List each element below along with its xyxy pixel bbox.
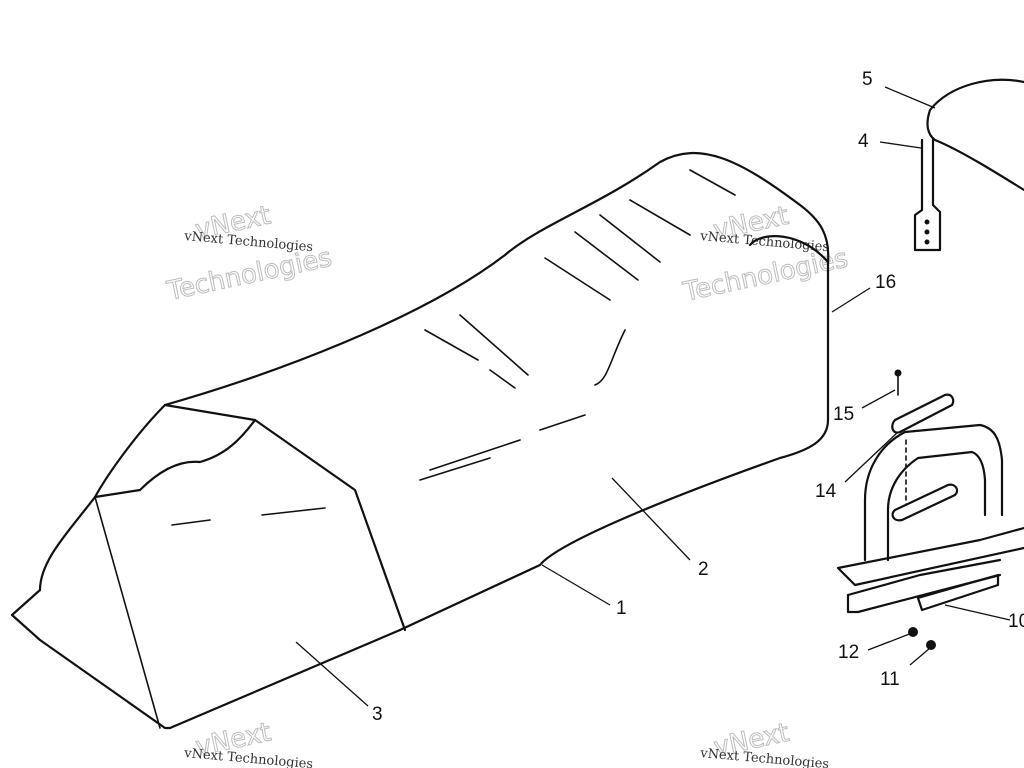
washer-12 [908,627,918,637]
backrest-pad [926,78,1024,192]
callout-10: 10 [1008,611,1024,632]
bracket-hole [924,229,930,235]
seat-outline [163,152,830,632]
callout-1: 1 [616,598,627,619]
foam-torn-edge [93,418,257,499]
callout-15: 15 [833,404,854,425]
callout-16: 16 [875,272,896,293]
callout-14: 14 [815,481,837,502]
seat-front-fold [163,403,407,632]
leader-lines [295,86,1011,707]
callout-11: 11 [880,669,900,690]
nut-11 [926,640,936,650]
grab-handle-assembly [836,369,1024,650]
callout-4: 4 [858,131,869,152]
bracket-hole [924,219,930,225]
seat-foam [10,403,257,730]
seat-assembly [163,152,830,730]
handle-slot [891,483,959,522]
seat-side-bottom [168,628,402,730]
seat-top-edge [748,235,830,264]
handle-loop [863,423,1004,562]
seat-stitch-lines [171,169,736,526]
foam-outline [10,403,172,730]
handle-plate [891,393,955,434]
handle-base [836,526,1024,614]
callout-12: 12 [838,642,859,663]
bracket-hole [924,239,930,245]
screw-head [894,369,902,377]
foam-edge-line [94,496,161,729]
backrest [913,78,1024,252]
backrest-bracket [913,138,942,252]
callout-3: 3 [372,704,383,725]
callout-5: 5 [862,69,873,90]
callout-2: 2 [698,559,709,580]
callouts: 1 2 3 4 5 10 11 12 14 15 16 [372,69,1024,725]
strap-10 [916,573,1000,612]
